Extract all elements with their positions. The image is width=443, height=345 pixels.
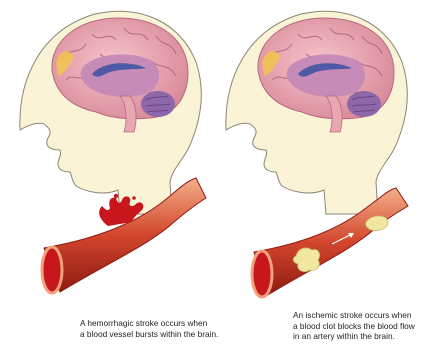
ischemic-panel bbox=[226, 11, 408, 297]
caption-line: in an artery within the brain. bbox=[293, 331, 415, 342]
caption-line: a blood clot blocks the blood flow bbox=[293, 321, 415, 332]
caption-line: An ischemic stroke occurs when bbox=[293, 310, 415, 321]
ischemic-caption: An ischemic stroke occurs when a blood c… bbox=[293, 310, 415, 342]
hemorrhagic-caption: A hemorrhagic stroke occurs when a blood… bbox=[80, 318, 218, 339]
caption-line: A hemorrhagic stroke occurs when bbox=[80, 318, 218, 329]
caption-line: a blood vessel bursts within the brain. bbox=[80, 329, 218, 340]
hemorrhagic-panel bbox=[20, 11, 206, 293]
